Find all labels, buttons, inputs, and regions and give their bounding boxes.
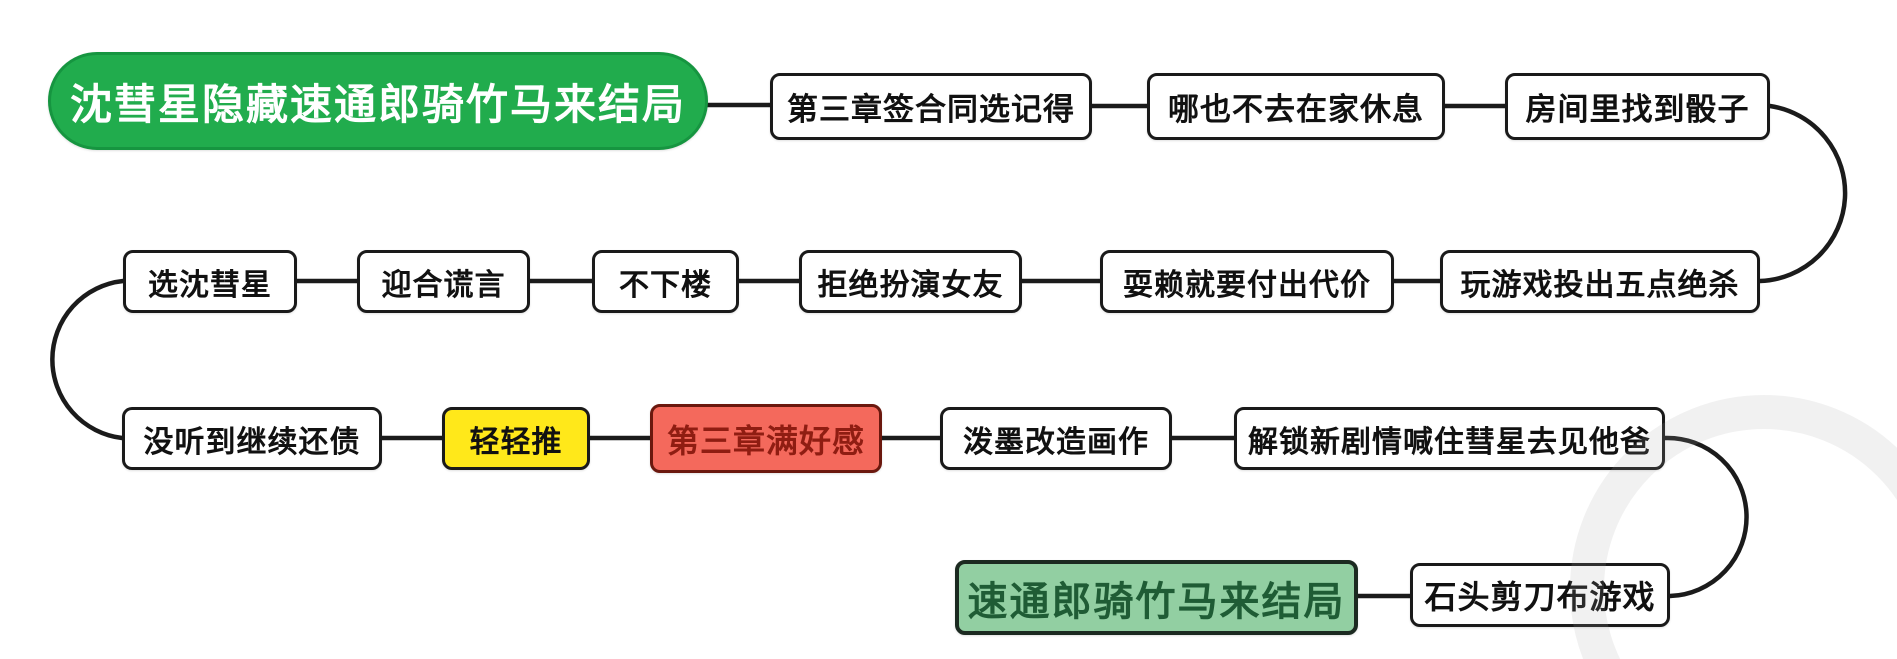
- node-label: 不下楼: [619, 268, 712, 302]
- node-dice-five-kill[interactable]: 玩游戏投出五点绝杀: [1440, 250, 1760, 313]
- node-refuse-girlfriend[interactable]: 拒绝扮演女友: [799, 250, 1022, 313]
- node-label: 第三章满好感: [666, 422, 865, 459]
- node-unlock-new-plot[interactable]: 解锁新剧情喊住彗星去见他爸: [1234, 407, 1665, 470]
- node-label: 泼墨改造画作: [963, 425, 1149, 459]
- node-label: 石头剪刀布游戏: [1424, 579, 1656, 615]
- node-label: 房间里找到骰子: [1525, 92, 1750, 127]
- node-label: 没听到继续还债: [143, 425, 361, 459]
- edge-right-arc-bottom: [1662, 435, 1749, 599]
- node-label: 速通郎骑竹马来结局: [967, 579, 1346, 624]
- node-label: 沈彗星隐藏速通郎骑竹马来结局: [69, 80, 686, 128]
- node-ending[interactable]: 速通郎骑竹马来结局: [955, 560, 1358, 635]
- edge-left-arc: [50, 278, 126, 441]
- node-label: 哪也不去在家休息: [1168, 92, 1424, 127]
- node-start[interactable]: 沈彗星隐藏速通郎骑竹马来结局: [48, 52, 708, 150]
- node-label: 拒绝扮演女友: [817, 268, 1004, 302]
- node-continue-repay-debt[interactable]: 没听到继续还债: [122, 407, 382, 470]
- node-cheat-pay-price[interactable]: 耍赖就要付出代价: [1100, 250, 1394, 313]
- node-chapter3-full-favor[interactable]: 第三章满好感: [650, 404, 882, 473]
- node-label: 耍赖就要付出代价: [1123, 268, 1371, 302]
- node-rock-paper-scissors[interactable]: 石头剪刀布游戏: [1410, 563, 1670, 627]
- node-label: 选沈彗星: [148, 268, 272, 302]
- node-choose-shenhuixing[interactable]: 选沈彗星: [123, 250, 297, 313]
- node-label: 解锁新剧情喊住彗星去见他爸: [1248, 425, 1651, 459]
- edge-right-arc-top: [1757, 103, 1848, 284]
- node-find-dice[interactable]: 房间里找到骰子: [1505, 73, 1770, 140]
- node-label: 玩游戏投出五点绝杀: [1460, 268, 1740, 302]
- node-label: 迎合谎言: [381, 268, 506, 302]
- node-chapter3-contract[interactable]: 第三章签合同选记得: [770, 73, 1092, 140]
- node-label: 第三章签合同选记得: [787, 92, 1075, 127]
- node-cater-to-lie[interactable]: 迎合谎言: [357, 250, 530, 313]
- node-not-go-downstairs[interactable]: 不下楼: [592, 250, 739, 313]
- node-stay-home-rest[interactable]: 哪也不去在家休息: [1147, 73, 1445, 140]
- node-label: 轻轻推: [469, 425, 563, 459]
- node-gentle-push[interactable]: 轻轻推: [442, 407, 590, 470]
- node-ink-remake-painting[interactable]: 泼墨改造画作: [940, 407, 1172, 470]
